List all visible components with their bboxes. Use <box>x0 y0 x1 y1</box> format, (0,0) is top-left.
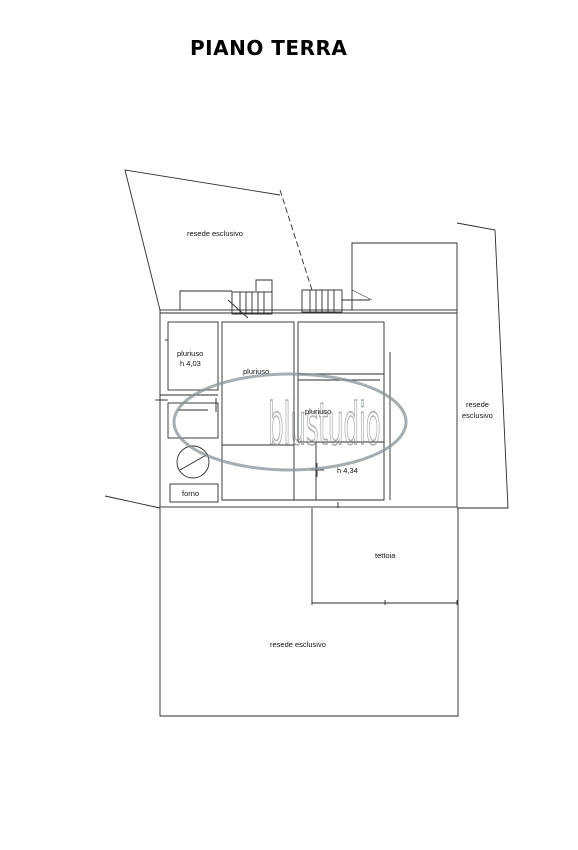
label-forno: forno <box>182 489 199 498</box>
label-resede-north: resede esclusivo <box>187 229 243 238</box>
south-resede-outline <box>159 508 459 717</box>
stairs-right <box>301 289 370 313</box>
forno-structure <box>169 445 219 503</box>
label-resede-east-1: resede <box>466 400 489 409</box>
label-pluriuso-center: pluriuso <box>243 367 269 376</box>
watermark-text: blustudio <box>268 392 380 458</box>
page-title: PIANO TERRA <box>190 36 348 60</box>
label-pluriuso-right-height: h 4,34 <box>337 466 358 475</box>
label-pluriuso-left: pluriuso <box>177 349 203 358</box>
label-pluriuso-right: pluriuso <box>305 407 331 416</box>
annex-outline <box>351 242 458 310</box>
building-outline <box>159 309 458 508</box>
label-tettoia: tettoia <box>375 551 396 560</box>
north-resede-dashed-edge <box>279 189 313 291</box>
north-resede-outline <box>124 169 281 311</box>
stairs-left <box>179 279 273 319</box>
watermark-logo: blustudio <box>172 372 408 472</box>
label-resede-east-2: esclusivo <box>462 411 493 420</box>
label-resede-south: resede esclusivo <box>270 640 326 649</box>
label-pluriuso-left-height: h 4,03 <box>180 359 201 368</box>
east-resede-outline <box>456 222 509 509</box>
